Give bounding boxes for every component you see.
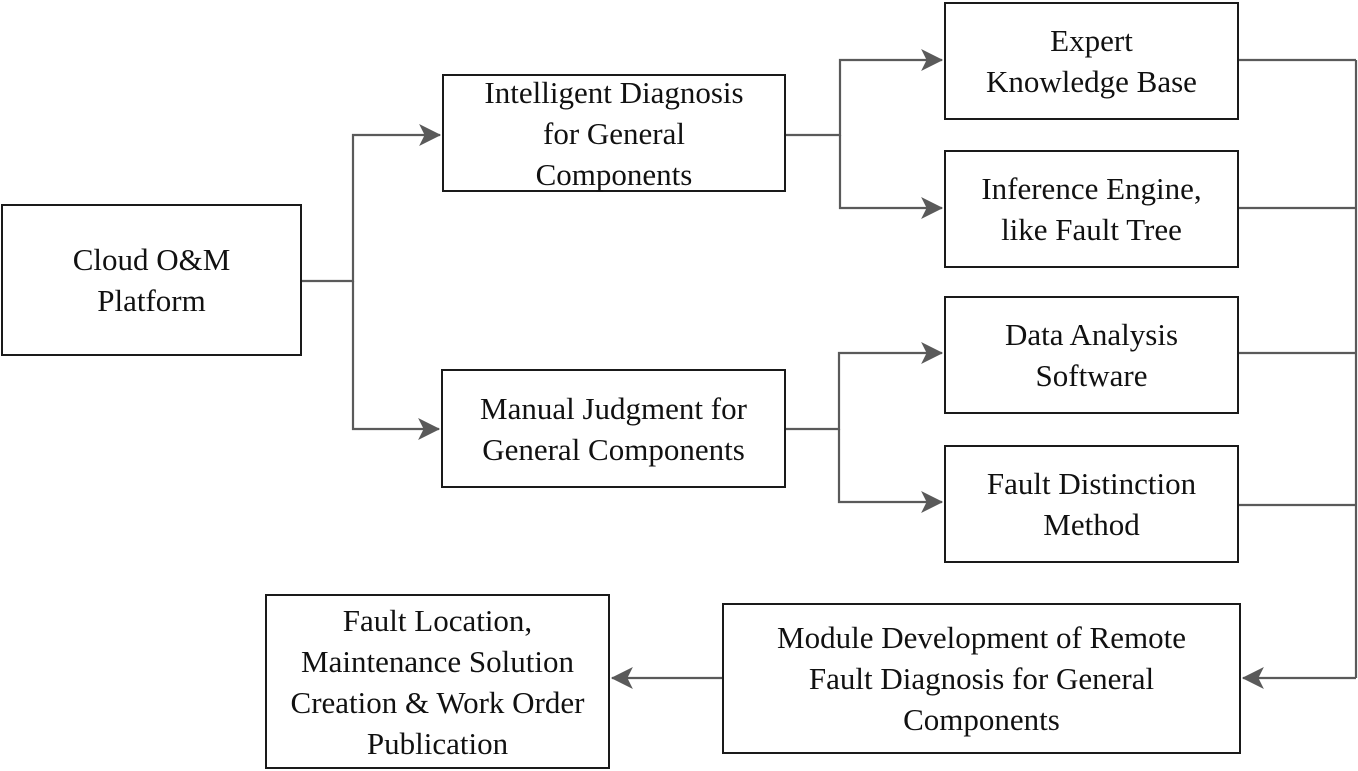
node-fault-distinction-method: Fault Distinction Method bbox=[944, 445, 1239, 563]
node-manual-judgment: Manual Judgment for General Components bbox=[441, 369, 786, 488]
node-data-analysis-software: Data Analysis Software bbox=[944, 296, 1239, 414]
edge-cloud-to-intelligent bbox=[302, 124, 442, 283]
node-expert-knowledge-base: Expert Knowledge Base bbox=[944, 2, 1239, 120]
node-cloud-platform: Cloud O&M Platform bbox=[1, 204, 302, 356]
edge-intelligent-to-expert bbox=[786, 49, 944, 137]
edge-manual-to-fault bbox=[837, 429, 944, 513]
edge-cloud-to-manual bbox=[351, 281, 441, 440]
edge-intelligent-to-inference bbox=[838, 135, 944, 219]
node-module-development: Module Development of Remote Fault Diagn… bbox=[722, 603, 1241, 754]
edge-manual-to-data bbox=[786, 342, 944, 431]
node-intelligent-diagnosis: Intelligent Diagnosis for General Compon… bbox=[442, 74, 786, 192]
node-fault-location: Fault Location, Maintenance Solution Cre… bbox=[265, 594, 610, 769]
node-inference-engine: Inference Engine, like Fault Tree bbox=[944, 150, 1239, 268]
